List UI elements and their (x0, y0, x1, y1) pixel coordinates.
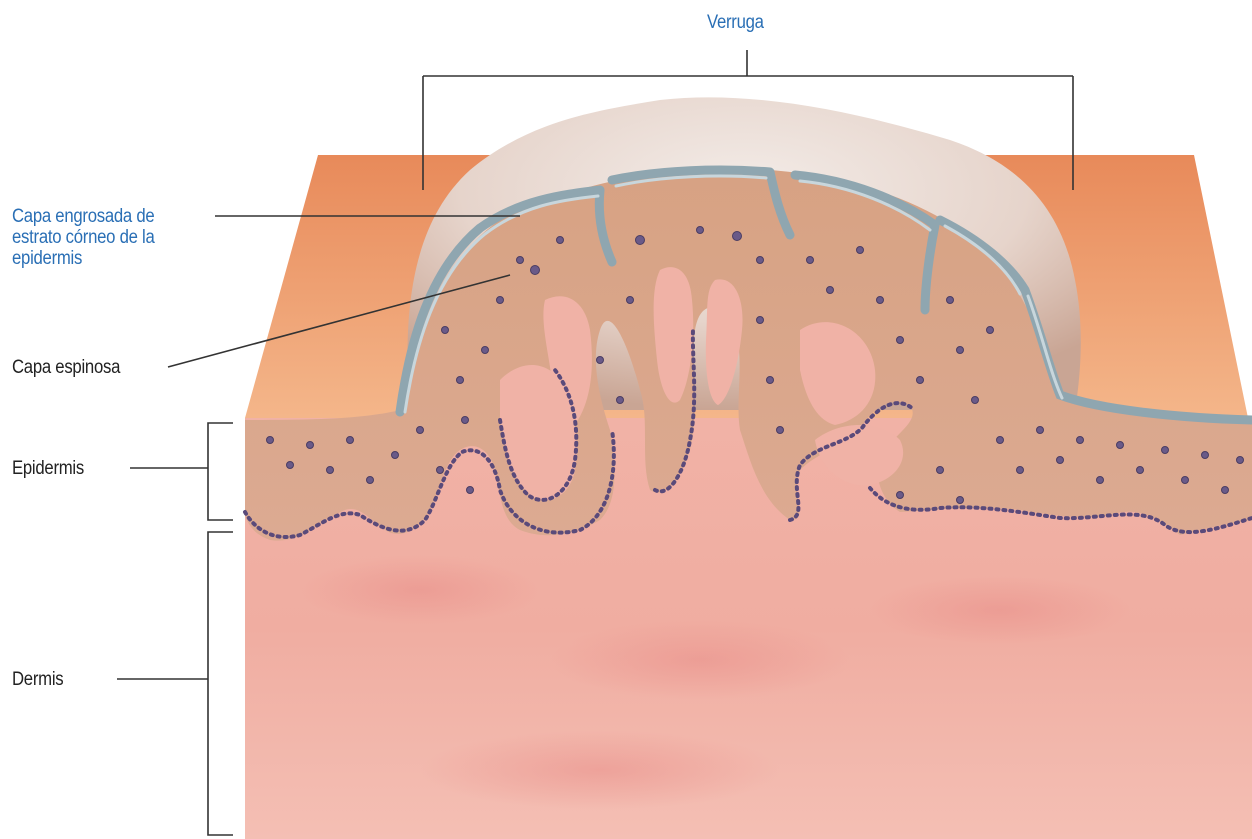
label-capa-espinosa: Capa espinosa (12, 357, 120, 378)
dermis-blotch (870, 575, 1130, 645)
dermis-blotch (300, 555, 540, 625)
dermis-bracket (117, 532, 233, 835)
epidermis-bracket (130, 423, 233, 520)
dermis-blotch (550, 620, 850, 700)
dermis-blotch (420, 730, 780, 810)
label-dermis: Dermis (12, 669, 63, 690)
label-epidermis: Epidermis (12, 458, 84, 479)
label-capa-engrosada-line-3: epidermis (12, 248, 155, 269)
label-capa-engrosada-line-1: Capa engrosada de (12, 206, 155, 227)
label-verruga: Verruga (707, 12, 764, 33)
label-capa-engrosada-line-2: estrato córneo de la (12, 227, 155, 248)
label-capa-engrosada: Capa engrosada de estrato córneo de la e… (12, 206, 155, 269)
